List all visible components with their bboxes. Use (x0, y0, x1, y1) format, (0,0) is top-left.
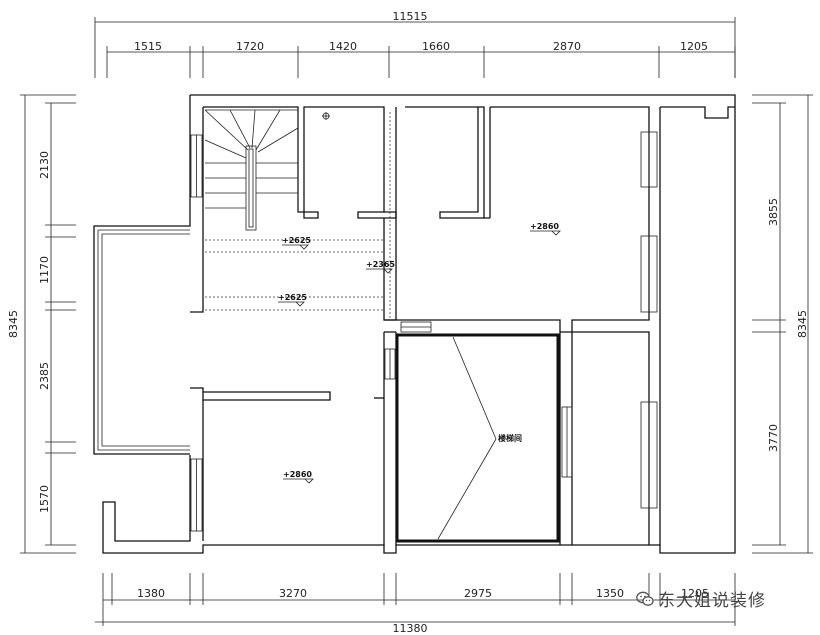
right-total-dim: 8345 (796, 310, 809, 338)
right-dim-2: 3770 (767, 424, 780, 452)
bottom-dim-4: 1350 (596, 587, 624, 600)
level-mark-corridor: +2365 (366, 260, 395, 274)
staircase (204, 109, 391, 320)
level-marks: +2625 +2365 +2625 +2860 +2860 (278, 222, 561, 484)
exterior-walls (93, 94, 736, 554)
level-mark-stair-upper: +2625 (282, 236, 311, 250)
watermark-text: 东大姐说装修 (658, 591, 766, 611)
top-dim-1: 1515 (134, 40, 162, 53)
right-dimension-chain: 8345 3855 3770 (752, 94, 813, 554)
bottom-total-dim: 11380 (393, 622, 428, 635)
void-label: 楼梯间 (498, 433, 522, 443)
level-mark-stair-lower: +2625 (278, 293, 307, 307)
void-opening: 楼梯间 (395, 333, 560, 543)
top-dim-2: 1720 (236, 40, 264, 53)
level-mark-room-southwest: +2860 (283, 470, 314, 484)
bottom-dim-2: 3270 (279, 587, 307, 600)
stair-handrail (245, 145, 257, 231)
top-total-dim: 11515 (393, 10, 428, 23)
watermark: 东大姐说装修 (636, 586, 766, 611)
svg-text:+2860: +2860 (283, 470, 312, 479)
top-dimension-chain: 11515 1515 1720 1420 1660 2870 1205 (94, 10, 736, 78)
left-dimension-chain: 8345 2130 1170 2385 1570 (7, 94, 76, 554)
svg-text:+2365: +2365 (366, 260, 395, 269)
left-total-dim: 8345 (7, 310, 20, 338)
top-dim-3: 1420 (329, 40, 357, 53)
left-dim-4: 1570 (38, 485, 51, 513)
left-dim-1: 2130 (38, 151, 51, 179)
top-dim-5: 2870 (553, 40, 581, 53)
wechat-logo-icon (636, 591, 654, 606)
right-dim-1: 3855 (767, 198, 780, 226)
top-dim-6: 1205 (680, 40, 708, 53)
bottom-dim-5: 1205 (681, 587, 709, 600)
left-dim-2: 1170 (38, 256, 51, 284)
svg-text:+2625: +2625 (282, 236, 311, 245)
bottom-dim-1: 1380 (137, 587, 165, 600)
top-dim-4: 1660 (422, 40, 450, 53)
windows (190, 131, 658, 532)
left-dim-3: 2385 (38, 362, 51, 390)
bottom-dimension-chain: 1380 3270 2975 1350 1205 11380 (95, 573, 736, 635)
svg-text:+2860: +2860 (530, 222, 559, 231)
svg-text:+2625: +2625 (278, 293, 307, 302)
bottom-dim-3: 2975 (464, 587, 492, 600)
level-mark-room-northeast: +2860 (530, 222, 561, 236)
